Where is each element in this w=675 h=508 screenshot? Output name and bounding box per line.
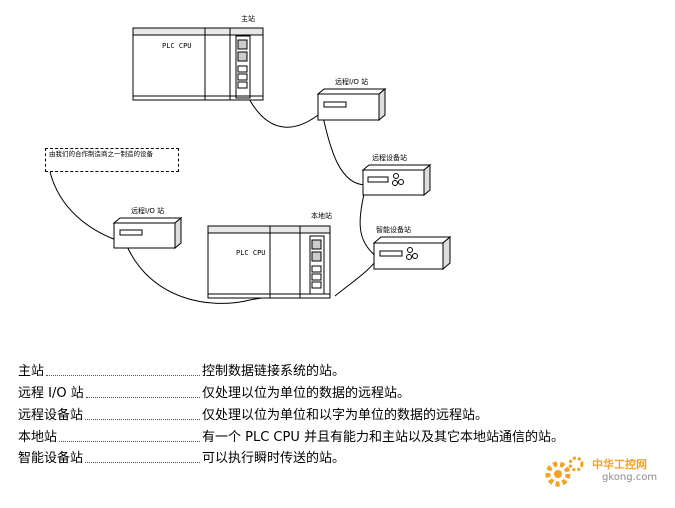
legend-term: 远程设备站 bbox=[18, 408, 84, 423]
master-station-label: 主站 bbox=[241, 14, 255, 23]
legend-row-remote-device: 远程设备站 仅处理以位为单位和以字为单位的数据的远程站。 bbox=[18, 405, 658, 427]
legend-desc: 可以执行瞬时传送的站。 bbox=[202, 451, 346, 466]
local-cpu-label: PLC CPU bbox=[236, 249, 266, 257]
gear-logo-icon bbox=[545, 456, 584, 487]
station-legend: 主站 控制数据链接系统的站。 远程 I/O 站 仅处理以位为单位的数据的远程站。… bbox=[18, 361, 658, 470]
intelligent-device-station: 智能设备站 bbox=[372, 225, 452, 271]
local-station-label: 本地站 bbox=[311, 211, 332, 220]
remote-device-label: 远程设备站 bbox=[372, 153, 407, 162]
legend-desc: 控制数据链接系统的站。 bbox=[202, 364, 346, 379]
legend-term: 远程 I/O 站 bbox=[18, 386, 84, 401]
legend-desc: 仅处理以位为单位和以字为单位的数据的远程站。 bbox=[202, 408, 489, 423]
remote-io-station-left: 远程I/O 站 bbox=[112, 206, 183, 250]
watermark-url: gkong.com bbox=[602, 472, 658, 483]
watermark-title: 中华工控网 bbox=[592, 458, 647, 471]
remote-device-station: 远程设备站 bbox=[361, 153, 432, 197]
legend-row-intelligent: 智能设备站 可以执行瞬时传送的站。 bbox=[18, 448, 658, 470]
master-cpu-label: PLC CPU bbox=[162, 42, 192, 50]
remote-io-top-label: 远程I/O 站 bbox=[335, 77, 368, 86]
remote-io-station-top: 远程I/O 站 bbox=[316, 77, 387, 122]
legend-desc: 有一个 PLC CPU 并且有能力和主站以及其它本地站通信的站。 bbox=[202, 430, 564, 445]
legend-row-master: 主站 控制数据链接系统的站。 bbox=[18, 361, 658, 383]
legend-desc: 仅处理以位为单位的数据的远程站。 bbox=[202, 386, 411, 401]
legend-term: 主站 bbox=[18, 364, 45, 379]
network-diagram: PLC CPU 主站 远程I/O 站 远程设备站 智能设备站 bbox=[49, 14, 452, 304]
intelligent-device-label: 智能设备站 bbox=[376, 225, 411, 234]
legend-term: 智能设备站 bbox=[18, 451, 84, 466]
remote-io-left-label: 远程I/O 站 bbox=[131, 206, 164, 215]
partner-device-note: 由我们的合作制造商之一制造的设备 bbox=[45, 148, 179, 172]
legend-row-remote-io: 远程 I/O 站 仅处理以位为单位的数据的远程站。 bbox=[18, 383, 658, 405]
master-station: PLC CPU 主站 bbox=[132, 14, 264, 101]
legend-term: 本地站 bbox=[18, 430, 58, 445]
local-station: PLC CPU 本地站 bbox=[207, 211, 332, 299]
watermark: 中华工控网 gkong.com bbox=[540, 452, 670, 496]
legend-row-local: 本地站 有一个 PLC CPU 并且有能力和主站以及其它本地站通信的站。 bbox=[18, 427, 658, 448]
